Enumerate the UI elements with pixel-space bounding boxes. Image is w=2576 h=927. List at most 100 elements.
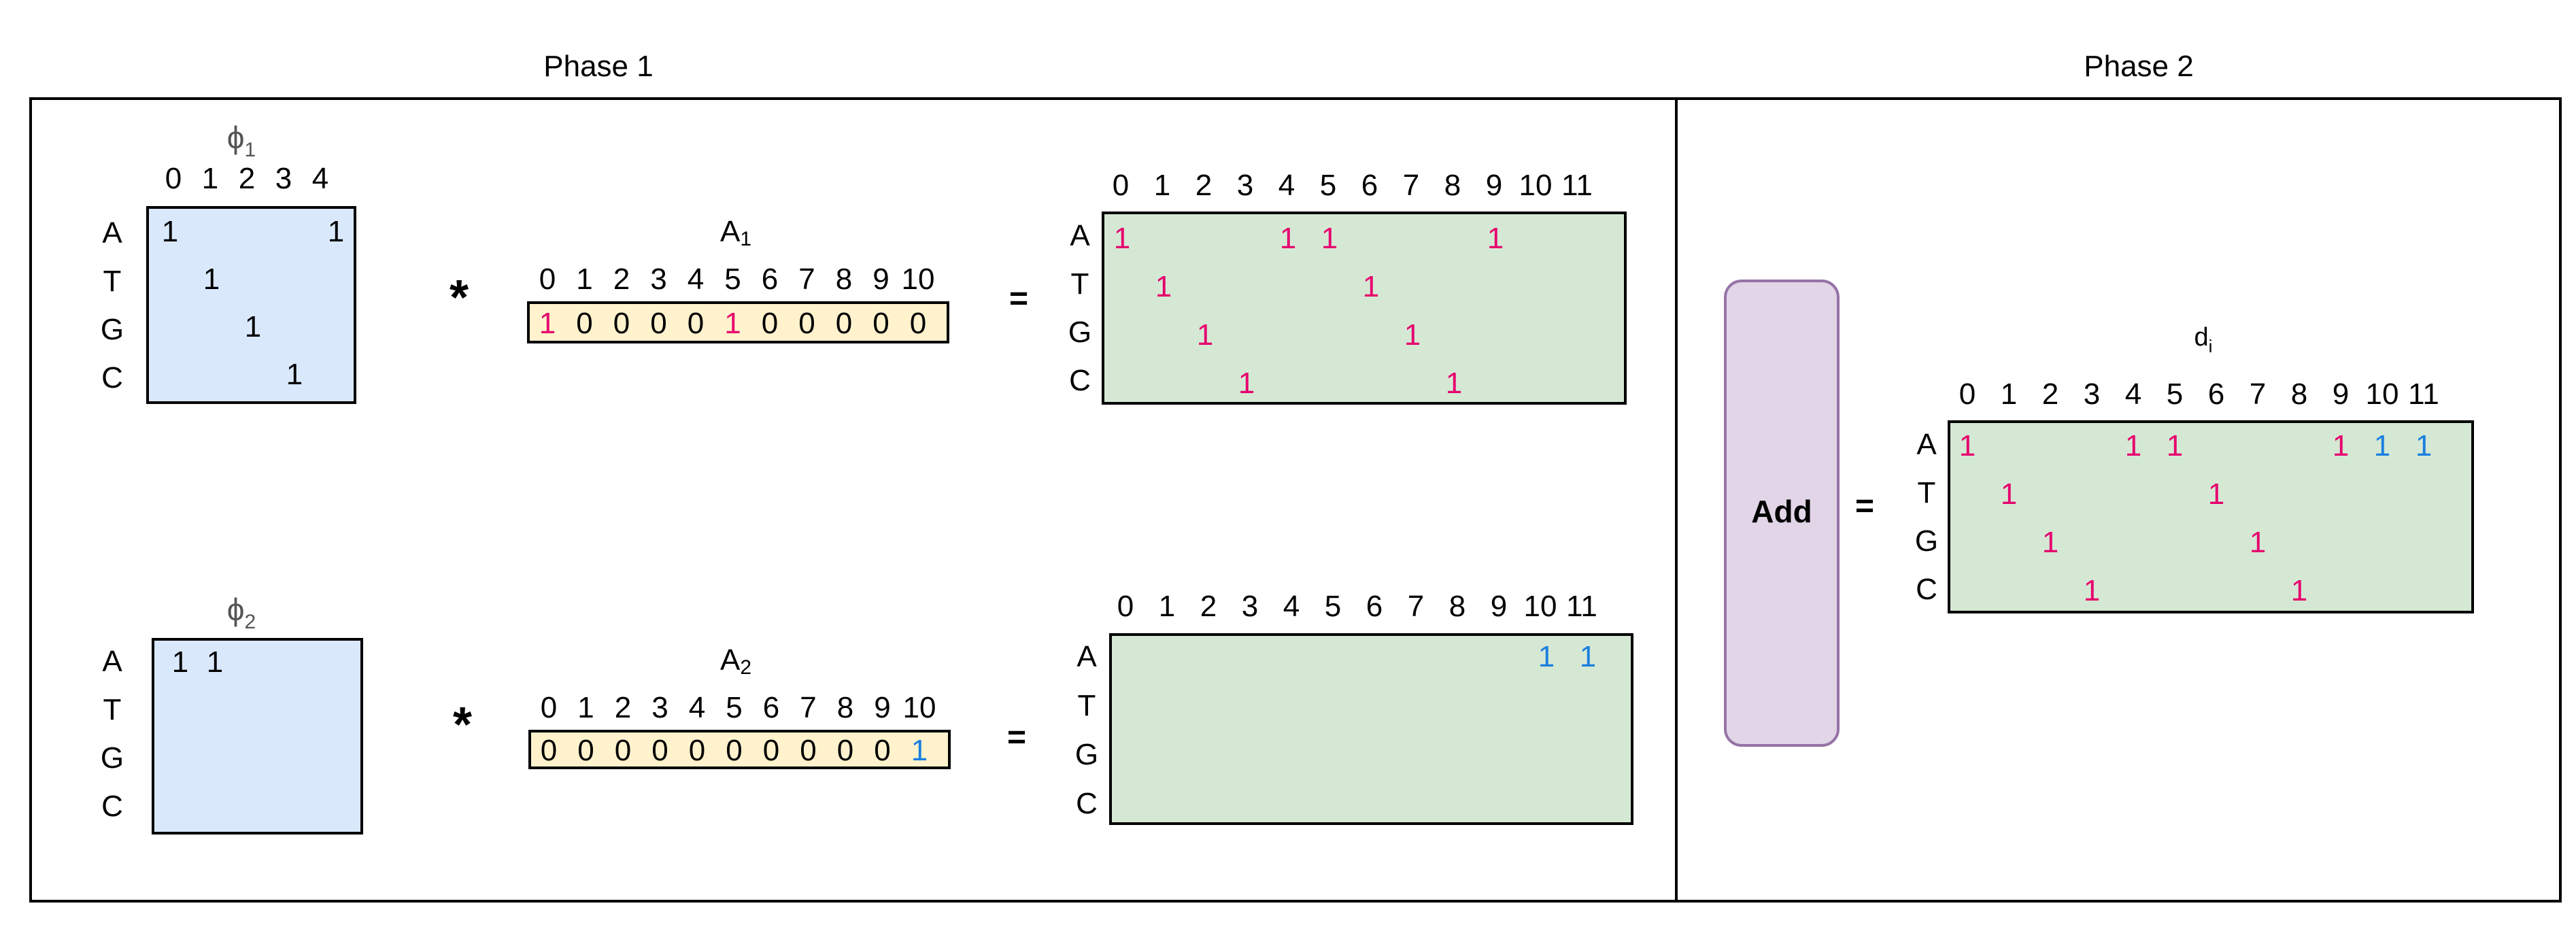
output1-col-label: 10 (1519, 169, 1553, 202)
kernel2-row-label: T (103, 693, 122, 726)
kernel1-col-label: 0 (165, 162, 182, 195)
result-col-label: 10 (2366, 377, 2399, 411)
output2-cell: 1 (1580, 640, 1596, 673)
input1-col-label: 4 (688, 263, 704, 296)
input2-cell: 0 (800, 734, 816, 767)
input1-col-label: 6 (762, 263, 778, 296)
output2-col-label: 6 (1366, 590, 1383, 623)
input2-col-label: 0 (541, 691, 557, 724)
kernel1-cell: 1 (286, 358, 303, 391)
output1-cell: 1 (1446, 367, 1462, 400)
output2-row-label: A (1077, 640, 1097, 673)
output1-cell: 1 (1363, 270, 1379, 303)
kernel1-col-label: 2 (239, 162, 255, 195)
equals-symbol-2: = (1007, 720, 1026, 756)
result-col-label: 1 (2001, 377, 2017, 411)
output1-cell: 1 (1280, 222, 1296, 255)
multiply-symbol-2: * (453, 698, 472, 752)
input2-cell: 1 (911, 734, 928, 767)
kernel1-cell: 1 (245, 310, 261, 343)
input2-cell: 0 (763, 734, 779, 767)
input1-vector (527, 301, 949, 343)
phase2-panel (1675, 97, 2562, 903)
output1-row-label: G (1068, 316, 1091, 349)
result-col-label: 11 (2408, 377, 2439, 411)
output2-col-label: 2 (1200, 590, 1217, 623)
input1-col-label: 3 (650, 263, 666, 296)
result-row-label: T (1918, 476, 1936, 509)
result-cell: 1 (2374, 429, 2390, 462)
output1-cell: 1 (1487, 222, 1504, 255)
input1-cell: 0 (872, 307, 889, 340)
kernel1-row-label: C (101, 361, 123, 394)
output1-cell: 1 (1321, 222, 1338, 255)
input1-col-label: 5 (724, 263, 741, 296)
result-cell: 1 (2125, 429, 2141, 462)
kernel1-row-label: T (103, 265, 122, 298)
input2-col-label: 7 (800, 691, 816, 724)
output1-col-label: 5 (1320, 169, 1336, 202)
kernel1-row-label: A (102, 216, 122, 250)
result-row-label: G (1915, 524, 1938, 558)
kernel1-cell: 1 (162, 215, 178, 248)
output1-col-label: 7 (1403, 169, 1419, 202)
output1-col-label: 11 (1561, 169, 1593, 202)
input2-cell: 0 (651, 734, 668, 767)
result-row-label: C (1916, 573, 1937, 606)
result-label: di (2194, 323, 2213, 356)
output1-col-label: 0 (1113, 169, 1129, 202)
input2-col-label: 5 (726, 691, 742, 724)
kernel2-label: ϕ2 (227, 592, 256, 633)
result-cell: 1 (2001, 477, 2017, 511)
multiply-symbol-1: * (450, 271, 469, 325)
input1-cell: 0 (762, 307, 778, 340)
equals-symbol-1: = (1009, 281, 1028, 317)
input1-col-label: 0 (539, 263, 556, 296)
add-box (1724, 280, 1840, 747)
kernel1-col-label: 3 (275, 162, 292, 195)
input2-col-label: 2 (615, 691, 631, 724)
input1-cell: 0 (613, 307, 630, 340)
result-cell: 1 (2291, 574, 2307, 607)
kernel1-cell: 1 (203, 263, 220, 296)
output1-col-label: 1 (1154, 169, 1170, 202)
result-cell: 1 (2167, 429, 2183, 462)
result-matrix (1948, 420, 2474, 613)
phase2-title: Phase 2 (2084, 50, 2193, 83)
input1-col-label: 7 (798, 263, 815, 296)
output1-cell: 1 (1404, 318, 1421, 352)
kernel1-cell: 1 (328, 215, 344, 248)
output2-row-label: G (1075, 738, 1098, 771)
result-cell: 1 (2416, 429, 2432, 462)
input1-cell: 0 (836, 307, 852, 340)
input2-cell: 0 (541, 734, 557, 767)
result-cell: 1 (2250, 526, 2266, 559)
kernel2-row-label: A (102, 645, 122, 678)
output2-col-label: 3 (1242, 590, 1258, 623)
output2-col-label: 9 (1491, 590, 1507, 623)
kernel2-cell: 1 (207, 645, 223, 679)
input2-col-label: 3 (651, 691, 668, 724)
result-cell: 1 (1959, 429, 1976, 462)
input1-cell: 1 (724, 307, 741, 340)
output2-col-label: 5 (1325, 590, 1341, 623)
result-cell: 1 (2208, 477, 2224, 511)
result-col-label: 6 (2208, 377, 2224, 411)
input1-cell: 0 (798, 307, 815, 340)
add-label: Add (1751, 494, 1812, 529)
output2-col-label: 0 (1117, 590, 1134, 623)
input1-col-label: 9 (872, 263, 889, 296)
input2-col-label: 6 (763, 691, 779, 724)
output1-col-label: 4 (1278, 169, 1295, 202)
